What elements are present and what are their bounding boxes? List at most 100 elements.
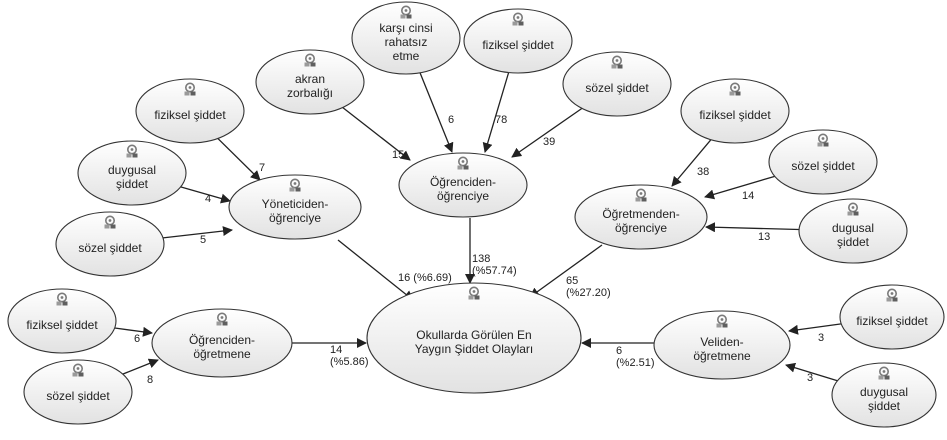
child-node[interactable]: fiziksel şiddet xyxy=(680,78,790,144)
child-edge xyxy=(342,106,411,161)
node-label-line: etme xyxy=(393,49,420,63)
node-icon xyxy=(184,82,196,96)
node-label-line: dugusal xyxy=(832,221,874,235)
child-edge xyxy=(511,107,583,158)
node-icon xyxy=(729,82,741,96)
node-label-line: şiddet xyxy=(837,235,870,249)
child-edge xyxy=(705,222,800,233)
node-icon xyxy=(126,144,138,158)
child-node[interactable]: fiziksel şiddet xyxy=(7,288,117,354)
node-icon xyxy=(847,202,859,216)
child-node-shape xyxy=(768,129,878,195)
child-edge xyxy=(180,186,231,204)
group-node-veliden-ogretmene[interactable]: Veliden-öğretmene xyxy=(653,310,791,380)
node-label-line: akran xyxy=(295,72,325,86)
group-node-ogretmenden-ogrenciye[interactable]: Öğretmenden-öğrenciye xyxy=(574,184,708,250)
node-label-line: Öğrenciden- xyxy=(189,333,255,347)
node-icon xyxy=(72,363,84,377)
child-node[interactable]: fiziksel şiddet xyxy=(135,78,245,144)
group-node-veliden-ogretmene-shape xyxy=(653,310,791,380)
group-node-ogretmenden-ogrenciye-shape xyxy=(574,184,708,250)
child-edge-value: 3 xyxy=(818,332,824,344)
group-node-ogrenciden-ogretmene[interactable]: Öğrenciden-öğretmene xyxy=(151,308,293,378)
node-icon xyxy=(635,188,647,202)
child-node[interactable]: sözel şiddet xyxy=(768,129,878,195)
node-label-line: fiziksel şiddet xyxy=(699,108,771,122)
child-node-shape xyxy=(255,49,365,115)
child-edge xyxy=(785,362,838,382)
child-edge xyxy=(217,137,261,181)
node-label-line: sözel şiddet xyxy=(46,389,110,403)
node-icon xyxy=(56,292,68,306)
edge-label-line: (%2.51) xyxy=(616,357,655,369)
node-label-line: duygusal xyxy=(108,163,156,177)
node-label-line: fiziksel şiddet xyxy=(154,108,226,122)
child-edge-value: 38 xyxy=(697,166,709,178)
node-icon xyxy=(104,215,116,229)
edge-ogretmenden-ogrenciye-to-center xyxy=(529,244,603,298)
child-node[interactable]: sözel şiddet xyxy=(562,51,672,117)
node-label-line: öğrenciye xyxy=(615,221,667,235)
child-node-shape xyxy=(798,198,908,264)
child-node[interactable]: fiziksel şiddet xyxy=(839,284,945,350)
child-node[interactable]: fiziksel şiddet xyxy=(463,8,573,74)
node-label-line: öğretmene xyxy=(193,347,251,361)
edge-label-ogretmenden-ogrenciye: 65(%27.20) xyxy=(566,275,611,299)
node-icon xyxy=(716,314,728,328)
child-node[interactable]: sözel şiddet xyxy=(55,211,165,277)
node-label-line: şiddet xyxy=(868,399,901,413)
child-edge xyxy=(162,226,233,239)
edge-label-line: 6 xyxy=(616,345,622,357)
node-label-line: Öğretmenden- xyxy=(602,207,679,221)
node-label-line: öğrenciye xyxy=(437,189,489,203)
child-node[interactable]: sözel şiddet xyxy=(23,359,133,425)
child-edge-value: 3 xyxy=(807,372,813,384)
group-node-yoneticiden-ogrenciye[interactable]: Yöneticiden-öğrenciye xyxy=(228,174,362,240)
child-edge xyxy=(671,139,712,187)
group-node-yoneticiden-ogrenciye-shape xyxy=(228,174,362,240)
child-edge-value: 4 xyxy=(205,193,211,205)
child-node-shape xyxy=(7,288,117,354)
child-node-shape xyxy=(55,211,165,277)
child-edge-value: 6 xyxy=(134,333,140,345)
edge-label-ogrenciden-ogretmene: 14(%5.86) xyxy=(330,344,369,368)
node-label-line: zorbalığı xyxy=(287,86,333,100)
child-edge xyxy=(788,323,842,335)
edge-label-line: 14 xyxy=(330,344,342,356)
edge-label-line: 16 (%6.69) xyxy=(398,272,452,284)
node-label-line: Yaygın Şiddet Olayları xyxy=(415,342,534,356)
node-label-line: duygusal xyxy=(860,385,908,399)
edge-label-line: (%57.74) xyxy=(472,265,517,277)
node-label-line: fiziksel şiddet xyxy=(26,318,98,332)
child-edge-value: 8 xyxy=(147,374,153,386)
node-label-line: rahatsız xyxy=(385,35,428,49)
node-label-line: öğrenciye xyxy=(269,211,321,225)
group-node-ogrenciden-ogrenciye[interactable]: Öğrenciden-öğrenciye xyxy=(398,152,528,218)
node-icon xyxy=(400,5,412,19)
child-node-shape xyxy=(680,78,790,144)
child-node-shape xyxy=(562,51,672,117)
child-edge xyxy=(482,72,510,153)
node-icon xyxy=(468,286,480,300)
node-label-line: şiddet xyxy=(116,177,149,191)
node-label-line: fiziksel şiddet xyxy=(856,314,928,328)
child-node-shape xyxy=(23,359,133,425)
node-icon xyxy=(512,12,524,26)
group-node-ogrenciden-ogrenciye-shape xyxy=(398,152,528,218)
child-edge-value: 14 xyxy=(742,190,754,202)
node-label-line: fiziksel şiddet xyxy=(482,38,554,52)
child-node-shape xyxy=(831,362,937,428)
child-node-shape xyxy=(839,284,945,350)
child-edge-value: 39 xyxy=(543,136,555,148)
node-icon xyxy=(216,312,228,326)
edge-yoneticiden-ogrenciye-to-center xyxy=(337,239,414,301)
edge-label-line: (%27.20) xyxy=(566,287,611,299)
node-label-line: Yöneticiden- xyxy=(262,197,329,211)
